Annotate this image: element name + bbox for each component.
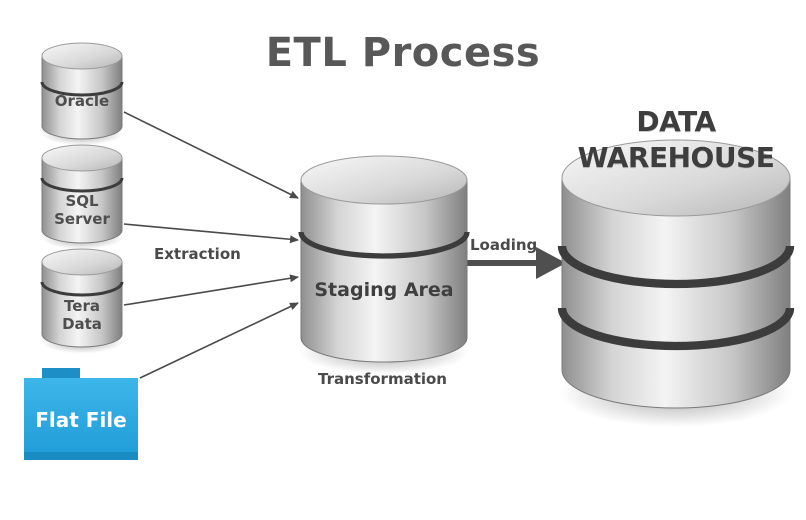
cylinder-top bbox=[41, 42, 123, 70]
cylinder-top bbox=[561, 139, 791, 217]
cylinder-band bbox=[40, 81, 124, 97]
diagram-title: ETL Process bbox=[265, 30, 541, 76]
cylinder-top bbox=[300, 155, 468, 205]
source-label-line: SQL bbox=[65, 192, 99, 210]
cylinder-body bbox=[41, 157, 123, 244]
flat-file-base bbox=[24, 452, 138, 460]
warehouse-label-line: DATA bbox=[636, 105, 716, 138]
flat-file-label: Flat File bbox=[35, 408, 127, 432]
extraction-label: Extraction bbox=[154, 245, 241, 263]
flat-file-tab bbox=[42, 368, 80, 380]
tera-data-cylinder bbox=[40, 248, 124, 354]
cylinder-top bbox=[41, 248, 123, 276]
source-label-line: Tera bbox=[64, 297, 100, 315]
source-label-oracle: Oracle bbox=[40, 92, 124, 110]
cylinder-band bbox=[40, 281, 124, 297]
cylinder-band bbox=[40, 177, 124, 193]
warehouse-label-line: WAREHOUSE bbox=[577, 141, 775, 174]
loading-label: Loading bbox=[470, 236, 538, 254]
cylinder-body bbox=[41, 261, 123, 348]
source-label-tera-data: Tera Data bbox=[40, 297, 124, 333]
cylinder-band bbox=[298, 231, 470, 259]
cylinder-body bbox=[41, 55, 123, 140]
source-label-sql-server: SQL Server bbox=[40, 192, 124, 228]
loading-arrow-head bbox=[536, 247, 566, 279]
extraction-arrow bbox=[123, 223, 299, 244]
cylinder-body bbox=[300, 179, 468, 363]
transformation-label: Transformation bbox=[318, 370, 447, 388]
flat-file-icon bbox=[24, 378, 138, 460]
source-label-line: Server bbox=[54, 210, 110, 228]
cylinder-body bbox=[561, 177, 791, 409]
oracle-cylinder bbox=[40, 42, 124, 146]
staging-area-label: Staging Area bbox=[314, 279, 454, 301]
extraction-arrow bbox=[123, 274, 299, 306]
extraction-arrow bbox=[139, 302, 299, 379]
cylinder-band bbox=[557, 307, 795, 351]
sql-server-cylinder bbox=[40, 144, 124, 250]
source-label-line: Oracle bbox=[54, 92, 110, 110]
extraction-arrow bbox=[123, 111, 299, 199]
cylinder-top bbox=[41, 144, 123, 172]
data-warehouse-label: DATA WAREHOUSE bbox=[560, 104, 792, 176]
source-label-line: Data bbox=[62, 315, 102, 333]
cylinder-band bbox=[557, 245, 795, 289]
staging-area-cylinder bbox=[298, 155, 470, 374]
data-warehouse-cylinder bbox=[557, 139, 795, 427]
